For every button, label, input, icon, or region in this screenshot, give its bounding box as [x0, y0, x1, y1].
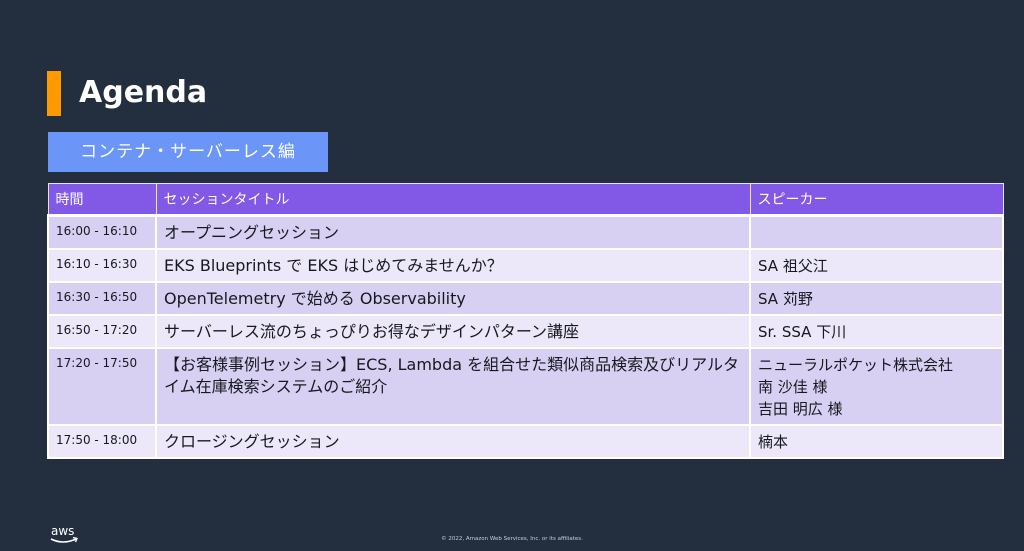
- table-row: 16:00 - 16:10 オープニングセッション: [47, 214, 1004, 250]
- session-title-cell: EKS Blueprints で EKS はじめてみませんか？: [155, 248, 751, 283]
- speaker-cell: SA 祖父江: [749, 248, 1004, 283]
- table-row: 16:30 - 16:50 OpenTelemetry で始める Observa…: [47, 281, 1004, 316]
- time-cell: 16:50 - 17:20: [47, 314, 157, 349]
- table-row: 17:50 - 18:00 クロージングセッション 楠本: [47, 424, 1004, 459]
- table-header-row: 時間 セッションタイトル スピーカー: [47, 183, 1004, 217]
- section-label: コンテナ・サーバーレス編: [48, 132, 328, 172]
- table-row: 16:10 - 16:30 EKS Blueprints で EKS はじめてみ…: [47, 248, 1004, 283]
- speaker-cell: [749, 214, 1004, 250]
- session-title-cell: オープニングセッション: [155, 214, 751, 250]
- time-cell: 16:10 - 16:30: [47, 248, 157, 283]
- aws-logo-icon: aws: [50, 524, 78, 543]
- time-cell: 17:20 - 17:50: [47, 347, 157, 426]
- copyright-notice: © 2022, Amazon Web Services, Inc. or its…: [441, 536, 583, 542]
- table-row: 17:20 - 17:50 【お客様事例セッション】ECS, Lambda を組…: [47, 347, 1004, 426]
- time-cell: 16:30 - 16:50: [47, 281, 157, 316]
- session-title-cell: サーバーレス流のちょっぴりお得なデザインパターン講座: [155, 314, 751, 349]
- table-row: 16:50 - 17:20 サーバーレス流のちょっぴりお得なデザインパターン講座…: [47, 314, 1004, 349]
- slide-title: Agenda: [79, 75, 208, 110]
- aws-logo-text: aws: [51, 524, 74, 538]
- agenda-table: 時間 セッションタイトル スピーカー 16:00 - 16:10 オープニングセ…: [47, 183, 1004, 459]
- column-header-session-title: セッションタイトル: [155, 183, 751, 217]
- time-cell: 17:50 - 18:00: [47, 424, 157, 459]
- speaker-cell: SA 苅野: [749, 281, 1004, 316]
- speaker-company: ニューラルポケット株式会社: [758, 356, 954, 374]
- speaker-cell: ニューラルポケット株式会社 南 沙佳 様 吉田 明広 様: [749, 347, 1004, 426]
- column-header-speaker: スピーカー: [749, 183, 1004, 217]
- time-cell: 16:00 - 16:10: [47, 214, 157, 250]
- session-title-cell: OpenTelemetry で始める Observability: [155, 281, 751, 316]
- speaker-cell: 楠本: [749, 424, 1004, 459]
- session-title-cell: クロージングセッション: [155, 424, 751, 459]
- title-accent-bar: [47, 71, 61, 116]
- column-header-time: 時間: [47, 183, 157, 217]
- session-title-cell: 【お客様事例セッション】ECS, Lambda を組合せた類似商品検索及びリアル…: [155, 347, 751, 426]
- speaker-name: 南 沙佳 様: [758, 378, 828, 396]
- speaker-name: 吉田 明広 様: [758, 400, 843, 418]
- speaker-cell: Sr. SSA 下川: [749, 314, 1004, 349]
